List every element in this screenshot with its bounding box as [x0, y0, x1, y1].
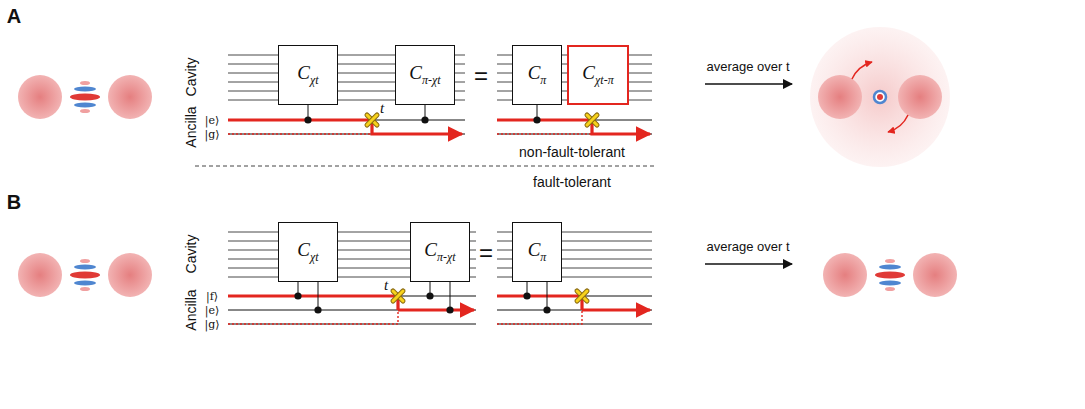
control-line [318, 282, 319, 310]
gate-label: Cχt-π [582, 62, 613, 88]
register-label: Ancilla [184, 106, 198, 147]
section-label: fault-tolerant [533, 175, 611, 189]
register-label: Cavity [184, 58, 198, 97]
equals-sign: = [474, 64, 488, 88]
state-path [228, 310, 398, 324]
ancilla-line [228, 310, 476, 311]
gate-label: Cπ-χt [424, 239, 455, 265]
gate-box: Cπ [512, 45, 562, 105]
gate-label: Cπ [528, 239, 547, 265]
gate-box: Cχt [278, 222, 338, 282]
panel-letter: A [7, 6, 21, 26]
state-path [497, 296, 582, 310]
gate-box: Cπ-χt [410, 222, 470, 282]
coherent-state-lobe [18, 253, 62, 297]
section-label: non-fault-tolerant [519, 145, 625, 159]
average-arrow [705, 83, 792, 85]
state-path [592, 120, 650, 134]
interference-fringes [70, 259, 100, 291]
gate-label: Cπ [528, 62, 547, 88]
center-dot [877, 94, 883, 100]
ancilla-line [497, 310, 652, 311]
state-path [497, 118, 592, 121]
state-path [372, 120, 462, 134]
control-dot [533, 116, 540, 123]
error-mark [587, 115, 597, 125]
coherent-state-lobe [898, 75, 942, 119]
register-label: Ancilla [184, 289, 198, 330]
arrow-label: average over t [706, 60, 789, 73]
state-path [398, 308, 474, 311]
control-dot [294, 292, 301, 299]
divider-line [195, 166, 655, 167]
average-arrow [705, 263, 792, 265]
equals-sign: = [479, 241, 493, 265]
state-path [497, 310, 582, 324]
state-label: |f⟩ [206, 291, 218, 302]
time-label: t [384, 278, 388, 293]
control-dot [426, 292, 433, 299]
register-label: Cavity [184, 235, 198, 274]
control-dot [314, 306, 321, 313]
control-line [547, 282, 548, 310]
state-label: |g⟩ [204, 129, 219, 140]
state-label: |g⟩ [204, 319, 219, 330]
state-path [228, 118, 372, 121]
coherent-state-lobe [18, 75, 62, 119]
control-dot [304, 116, 311, 123]
coherent-state-lobe [108, 253, 152, 297]
gate-box: Cπ [512, 222, 562, 282]
rotation-arrow [888, 115, 908, 132]
ancilla-line [228, 120, 465, 121]
state-path [228, 133, 372, 134]
error-gate-box: Cχt-π [567, 45, 629, 105]
coherent-state-lobe [108, 75, 152, 119]
center-ring [874, 91, 886, 103]
interference-fringes [70, 81, 100, 113]
gate-label: Cχt [297, 239, 318, 265]
arrow-label: average over t [706, 240, 789, 253]
state-label: |e⟩ [205, 115, 220, 126]
interference-fringes [875, 259, 905, 291]
gate-box: Cχt [278, 45, 338, 105]
dephasing-halo [810, 27, 950, 167]
coherent-state-lobe [913, 253, 957, 297]
control-dot [543, 306, 550, 313]
state-label: |e⟩ [205, 305, 220, 316]
control-dot [446, 306, 453, 313]
gate-label: Cπ-χt [409, 62, 440, 88]
panel-letter: B [7, 192, 21, 212]
control-dot [523, 292, 530, 299]
coherent-state-lobe [818, 75, 862, 119]
rotation-arrow [852, 62, 872, 79]
state-path [582, 308, 650, 311]
control-line [450, 282, 451, 310]
error-mark [393, 291, 403, 301]
control-dot [421, 116, 428, 123]
error-mark [577, 291, 587, 301]
state-path [497, 133, 592, 134]
state-path [228, 296, 398, 310]
error-mark [367, 115, 377, 125]
ancilla-line [497, 120, 652, 121]
time-label: t [380, 101, 384, 116]
gate-label: Cχt [297, 62, 318, 88]
coherent-state-lobe [823, 253, 867, 297]
gate-box: Cπ-χt [395, 45, 455, 105]
